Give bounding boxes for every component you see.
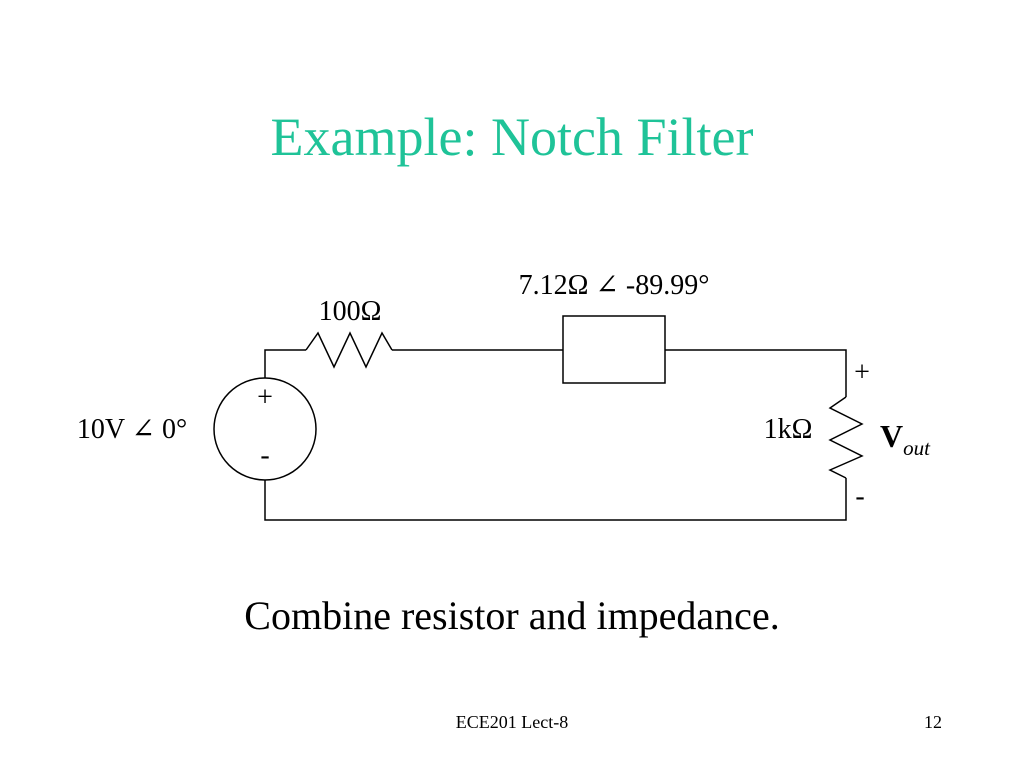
source-label: 10V ∠ 0° [77, 414, 187, 445]
vout-label: Vout [880, 418, 931, 460]
series-resistor-symbol [305, 331, 393, 369]
vout-symbol: V [880, 418, 903, 454]
load-resistor-symbol [828, 396, 864, 479]
output-minus-sign: - [855, 481, 864, 512]
source-minus-sign: - [260, 440, 269, 471]
wire-impedance-to-load [665, 349, 847, 397]
vout-subscript: out [903, 436, 931, 460]
footer-course: ECE201 Lect-8 [455, 712, 569, 732]
page-number: 12 [924, 712, 942, 732]
voltage-source-symbol [213, 377, 317, 481]
load-resistor-label: 1kΩ [764, 414, 813, 445]
impedance-box [562, 315, 666, 384]
wire-return [264, 478, 847, 521]
source-plus-sign: + [257, 382, 273, 413]
wire-source-top [264, 349, 306, 378]
output-plus-sign: + [854, 357, 870, 388]
series-resistor-label: 100Ω [319, 296, 382, 327]
slide-caption: Combine resistor and impedance. [244, 593, 780, 638]
slide-title: Example: Notch Filter [270, 107, 754, 167]
impedance-label: 7.12Ω ∠ -89.99° [519, 270, 710, 301]
